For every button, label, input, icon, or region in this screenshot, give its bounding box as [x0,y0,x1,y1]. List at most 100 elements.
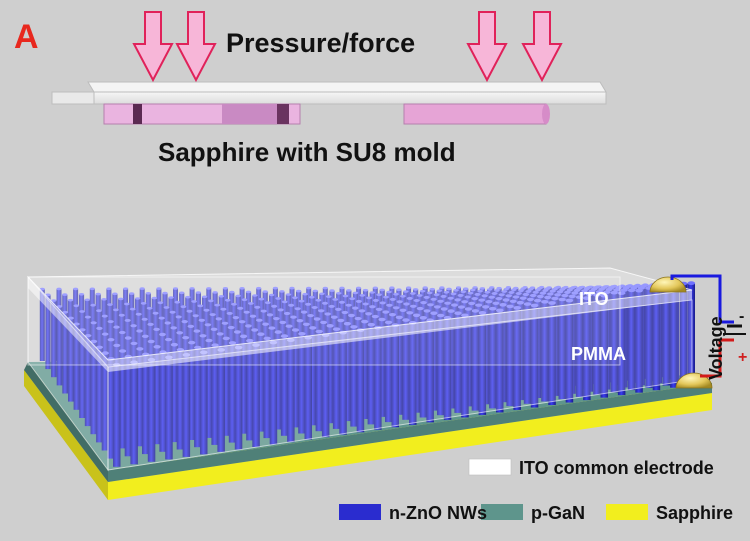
nanowire-tip [84,298,91,302]
nanowire-tip [489,306,497,311]
nanowire-tip [565,298,574,303]
nanowire-tip [185,295,191,299]
nanowire [326,325,334,424]
mold-slot-2 [277,104,289,124]
arrow-down-icon [521,11,563,83]
nanowire-tip [153,345,161,349]
device-stack [24,267,746,500]
nanowire-tip [56,287,62,291]
nanowire-tip [130,341,138,346]
nanowire-tip [520,287,526,290]
nanowire-tip [140,302,147,305]
nanowire-tip [67,298,74,302]
nanowire-tip [326,324,334,328]
nanowire-tip [479,287,485,290]
nanowire-tip [298,332,306,336]
nanowire [263,338,271,439]
nanowire [617,293,626,396]
nanowire-tip [330,315,338,319]
nanowire-tip [221,321,229,325]
nanowire-tip [192,314,199,318]
nanowire-tip [496,286,502,290]
nanowire-tip [369,291,375,294]
nanowire [350,326,358,427]
legend-pgan: p-GaN [481,503,585,524]
panel-label: A [14,18,39,56]
nanowire-tip [410,292,416,295]
nanowire-tip [101,351,109,355]
nanowire-tip [180,305,187,309]
nanowire-tip [519,296,527,300]
nanowire-tip [386,290,392,294]
nanowire [426,320,434,423]
nanowire-tip [322,301,328,305]
nanowire-tip [367,322,375,327]
nanowire [391,325,399,428]
nanowire [635,290,643,393]
nanowire-tip [169,310,176,314]
nanowire-tip [495,297,503,301]
nanowire-tip [598,287,605,291]
nanowire-tip [595,290,603,294]
legend-label-nzno: n-ZnO NWs [389,503,487,523]
nanowire-tip [107,320,114,324]
nanowire [395,317,403,415]
nanowire-tip [484,290,491,294]
nanowire-tip [600,293,608,298]
nanowire-tip [318,309,325,313]
nanowire [610,292,618,393]
nanowire-tip [343,321,351,326]
nanowire-tip [262,290,268,293]
nanowire-tip [467,291,474,295]
top-contact-electrode [649,276,687,293]
nanowire-tip [197,304,204,308]
nanowire-tip [280,334,289,338]
nanowire-tip [522,292,530,297]
nanowire-tip [220,307,227,311]
nanowire-tip [241,298,248,302]
nanowire-tip [243,310,250,314]
nanowire-tip [402,318,410,322]
su8-mold [103,103,550,125]
nanowire-tip [309,326,317,330]
nanowire-tip [302,292,308,296]
nanowire-tip [296,319,304,323]
nanowire-tip [339,286,345,290]
nanowire-tip [129,307,136,311]
nanowire-tip [176,331,184,335]
nanowire-tip [518,289,524,293]
nanowire-tip [362,302,369,306]
nanowire-tip [96,326,103,330]
arrow-down-icon [132,11,174,83]
nanowire-tip [153,327,160,331]
nanowire-tip [170,342,178,347]
nanowire-tip [505,294,512,298]
nanowire-tip [73,287,79,291]
nanowire-tip [298,299,305,303]
nanowire-tip [222,287,228,290]
nanowire [252,345,260,447]
nanowire-tip [309,295,315,299]
nanowire-tip [365,312,372,316]
nanowire-tip [336,292,342,295]
nanowire-tip [189,287,195,290]
nanowire [523,304,532,404]
positive-wire [700,338,734,378]
nanowire-tip [427,303,434,307]
nanowire [321,335,330,438]
nanowire-tip [494,289,500,292]
nanowire-tip [266,313,274,317]
nanowire-tip [372,286,378,290]
nanowire-tip [464,307,472,311]
nanowire-tip [530,303,539,308]
nanowire-tip [440,294,447,298]
nanowire-tip [315,329,323,334]
nanowire [274,332,282,430]
nanowire [315,331,323,432]
nanowire [356,330,365,433]
nanowire-tip [106,287,112,291]
nanowire-tip [447,296,454,300]
nanowire [159,352,167,452]
nanowire-tip [181,320,188,324]
nanowire [687,283,695,386]
